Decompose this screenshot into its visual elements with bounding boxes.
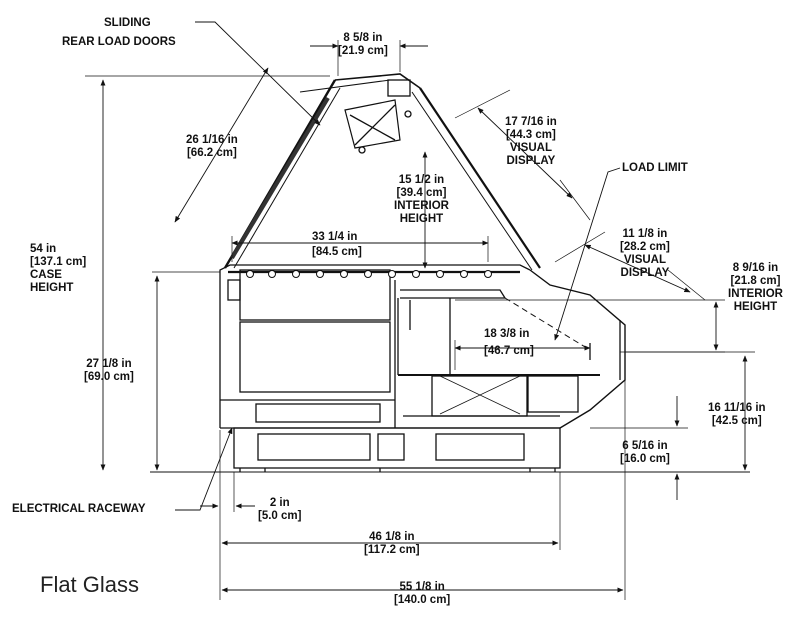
top-dim-label: 8 5/8 in [21.9 cm] [338, 32, 388, 58]
visual-text-1: VISUAL [509, 142, 552, 154]
raceway-width-dim-label: 2 in [5.0 cm] [258, 497, 301, 523]
deck-depth-cm-label: [46.7 cm] [484, 345, 534, 358]
shelf-dim-cm: [84.5 cm] [312, 246, 362, 258]
sliding-doors-label: SLIDING [104, 17, 151, 30]
glass-dim-cm: [66.2 cm] [186, 147, 237, 159]
case-dim-in: 54 in [30, 243, 57, 255]
electrical-raceway-text: ELECTRICAL RACEWAY [12, 503, 146, 515]
base-dim-cm: [16.0 cm] [620, 453, 670, 465]
interior-text-1: INTERIOR [394, 200, 449, 212]
overall-depth-dim-label: 55 1/8 in [140.0 cm] [394, 581, 450, 607]
raceway-dim-in: 2 in [269, 497, 290, 509]
base-dim-in: 6 5/16 in [622, 440, 668, 452]
lower-interior-text-2: HEIGHT [733, 301, 778, 313]
interior-height-dim-label: 15 1/2 in [39.4 cm] INTERIOR HEIGHT [394, 174, 449, 226]
lower-visual-in: 11 1/8 in [622, 228, 668, 240]
front-dim-cm: [42.5 cm] [711, 415, 762, 427]
load-limit-label: LOAD LIMIT [622, 162, 688, 175]
counter-dim-in: 27 1/8 in [86, 358, 132, 370]
front-height-dim-label: 16 11/16 in [42.5 cm] [708, 402, 766, 428]
depth-dim-in: 46 1/8 in [369, 531, 415, 543]
sliding-text: SLIDING [104, 17, 151, 29]
front-dim-in: 16 11/16 in [708, 402, 766, 414]
visual-dim-cm: [44.3 cm] [505, 129, 556, 141]
top-dim-in: 8 5/8 in [343, 32, 383, 44]
overall-dim-in: 55 1/8 in [399, 581, 445, 593]
load-limit-text: LOAD LIMIT [622, 162, 688, 174]
lower-interior-in: 8 9/16 in [732, 262, 779, 274]
figure-caption: Flat Glass [40, 572, 140, 597]
lower-visual-dim-label: 11 1/8 in [28.2 cm] VISUAL DISPLAY [620, 228, 670, 280]
lower-interior-text-1: INTERIOR [728, 288, 783, 300]
electrical-raceway-label: ELECTRICAL RACEWAY [12, 503, 146, 516]
counter-height-dim-label: 27 1/8 in [69.0 cm] [84, 358, 134, 384]
rear-load-doors-label: REAR LOAD DOORS [62, 36, 176, 49]
deck-dim-in: 18 3/8 in [484, 328, 530, 340]
case-dim-cm: [137.1 cm] [30, 256, 87, 268]
base-panel-right [435, 433, 525, 461]
lower-interior-cm: [21.8 cm] [730, 275, 781, 287]
shelf-depth-dim-label: 33 1/4 in [312, 231, 357, 244]
deck-depth-dim-label: 18 3/8 in [484, 328, 529, 341]
base-height-dim-label: 6 5/16 in [16.0 cm] [620, 440, 670, 466]
case-depth-dim-label: 46 1/8 in [117.2 cm] [364, 531, 420, 557]
case-text-1: CASE [30, 269, 62, 281]
base-panel-mid [377, 433, 405, 461]
interior-text-2: HEIGHT [399, 213, 444, 225]
case-text-2: HEIGHT [30, 282, 74, 294]
glass-dim-in: 26 1/16 in [186, 134, 238, 146]
interior-dim-in: 15 1/2 in [398, 174, 445, 186]
lower-visual-text-1: VISUAL [623, 254, 667, 266]
interior-dim-cm: [39.4 cm] [396, 187, 447, 199]
rear-load-doors-text: REAR LOAD DOORS [62, 36, 176, 48]
base-panel-left [257, 433, 371, 461]
shelf-dim-in: 33 1/4 in [312, 231, 358, 243]
depth-dim-cm: [117.2 cm] [364, 544, 420, 556]
rear-body [219, 264, 531, 428]
overall-dim-cm: [140.0 cm] [394, 594, 451, 606]
top-dim-cm: [21.9 cm] [338, 45, 388, 57]
case-height-dim-label: 54 in [137.1 cm] CASE HEIGHT [30, 243, 86, 295]
glass-dim-label: 26 1/16 in [66.2 cm] [186, 134, 238, 160]
shelf-depth-cm-label: [84.5 cm] [312, 246, 362, 259]
lower-interior-dim-label: 8 9/16 in [21.8 cm] INTERIOR HEIGHT [728, 262, 783, 314]
counter-dim-cm: [69.0 cm] [84, 371, 134, 383]
lower-visual-text-2: DISPLAY [620, 267, 670, 279]
front-curved-glass [529, 269, 626, 429]
raceway-dim-cm: [5.0 cm] [258, 510, 302, 522]
deck-dim-cm: [46.7 cm] [484, 345, 534, 357]
visual-text-2: DISPLAY [506, 155, 556, 167]
visual-dim-in: 17 7/16 in [505, 116, 557, 128]
lower-visual-cm: [28.2 cm] [620, 241, 670, 253]
visual-display-dim-label: 17 7/16 in [44.3 cm] VISUAL DISPLAY [505, 116, 557, 168]
